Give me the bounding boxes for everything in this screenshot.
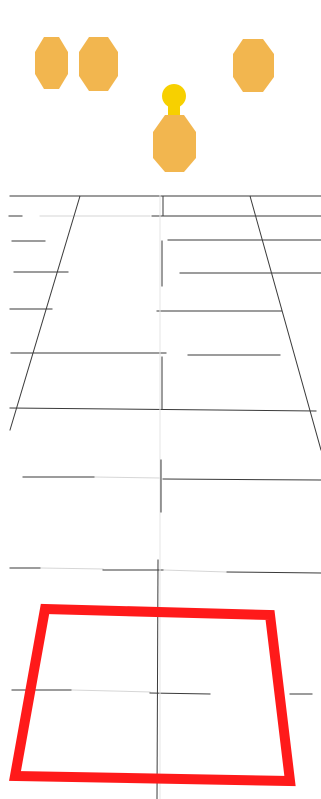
player-pawn[interactable] bbox=[153, 84, 196, 172]
goal-outline bbox=[15, 609, 290, 781]
lane-grid bbox=[9, 196, 321, 799]
lane-edge-right bbox=[250, 196, 321, 450]
goal-zone[interactable] bbox=[15, 609, 290, 781]
targets bbox=[35, 37, 274, 92]
player-body-icon bbox=[153, 115, 196, 172]
lane-edge-left bbox=[10, 196, 80, 430]
target-icon[interactable] bbox=[35, 37, 68, 89]
grid-line-faint bbox=[72, 690, 150, 692]
grid-line-faint bbox=[164, 570, 226, 572]
grid-line bbox=[163, 479, 321, 480]
grid-line bbox=[226, 572, 321, 573]
grid-line bbox=[10, 408, 316, 411]
grid-line-faint bbox=[41, 568, 103, 569]
grid-line-faint bbox=[95, 477, 160, 478]
grid-line bbox=[150, 693, 210, 694]
target-icon[interactable] bbox=[79, 37, 118, 91]
lane-center-line bbox=[157, 560, 158, 799]
target-icon[interactable] bbox=[233, 39, 274, 92]
